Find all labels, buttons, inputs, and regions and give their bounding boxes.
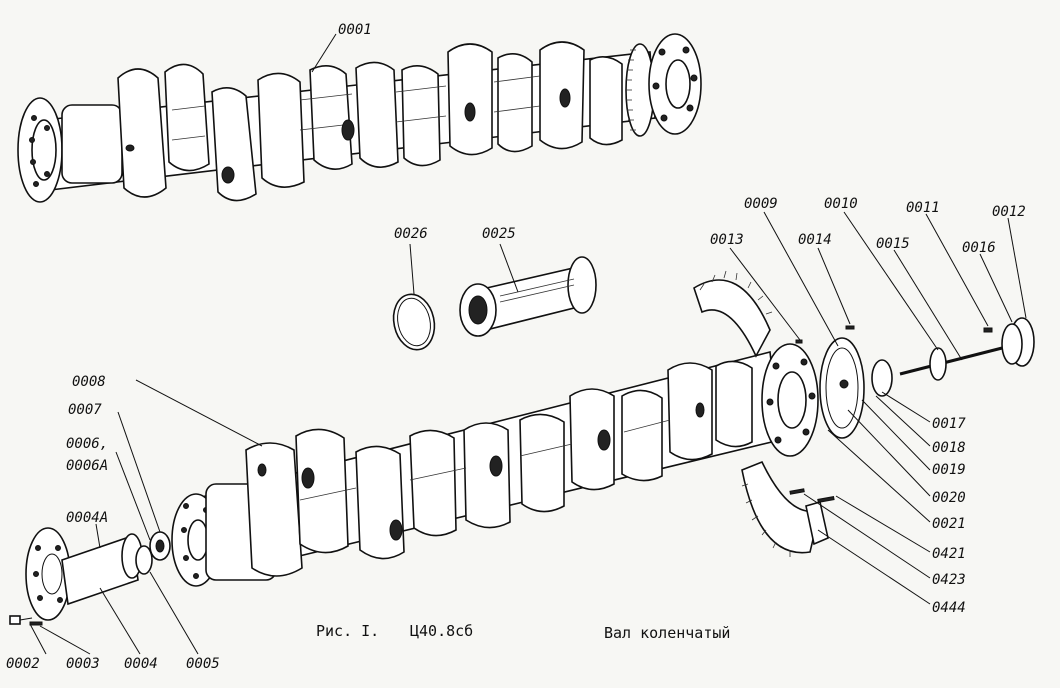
- label-0014: 0014: [798, 232, 832, 248]
- label-0009: 0009: [744, 196, 778, 212]
- label-0005: 0005: [186, 656, 220, 672]
- label-0012: 0012: [992, 204, 1026, 220]
- label-0008: 0008: [72, 374, 106, 390]
- label-0026: 0026: [394, 226, 428, 242]
- crankshaft-lower: [171, 343, 819, 587]
- label-0003: 0003: [66, 656, 100, 672]
- label-0025: 0025: [482, 226, 516, 242]
- shaft-0010: [789, 317, 1035, 503]
- gear-half-lower: [741, 460, 829, 557]
- label-0002: 0002: [6, 656, 40, 672]
- label-0421: 0421: [932, 546, 966, 562]
- figure-number: Рис. I.: [316, 622, 379, 640]
- label-0004a: 0004А: [66, 510, 108, 526]
- label-0015: 0015: [876, 236, 910, 252]
- label-0006: 0006,: [66, 436, 108, 452]
- label-0020: 0020: [932, 490, 966, 506]
- label-0013: 0013: [710, 232, 744, 248]
- label-0001: 0001: [338, 22, 372, 38]
- part-0026-ring: [392, 293, 436, 351]
- label-0019: 0019: [932, 462, 966, 478]
- label-0444: 0444: [932, 600, 966, 616]
- part-0025-sleeve: [459, 256, 597, 337]
- label-0021: 0021: [932, 516, 966, 532]
- label-0018: 0018: [932, 440, 966, 456]
- crankshaft-assembly-upper: [17, 33, 702, 203]
- pulley-0004a: [25, 527, 153, 621]
- bolt-0002: [9, 615, 43, 626]
- drawing-code: Ц40.8сб: [410, 622, 473, 640]
- label-0004: 0004: [124, 656, 158, 672]
- washer-0007: [149, 531, 171, 561]
- label-0017: 0017: [932, 416, 966, 432]
- label-0423: 0423: [932, 572, 966, 588]
- gear-half-upper: [693, 270, 773, 358]
- label-0006a: 0006А: [66, 458, 108, 474]
- disk-0020: [819, 337, 865, 439]
- label-0007: 0007: [68, 402, 102, 418]
- label-0010: 0010: [824, 196, 858, 212]
- label-0011: 0011: [906, 200, 940, 216]
- label-0016: 0016: [962, 240, 996, 256]
- figure-title: Вал коленчатый: [604, 624, 730, 642]
